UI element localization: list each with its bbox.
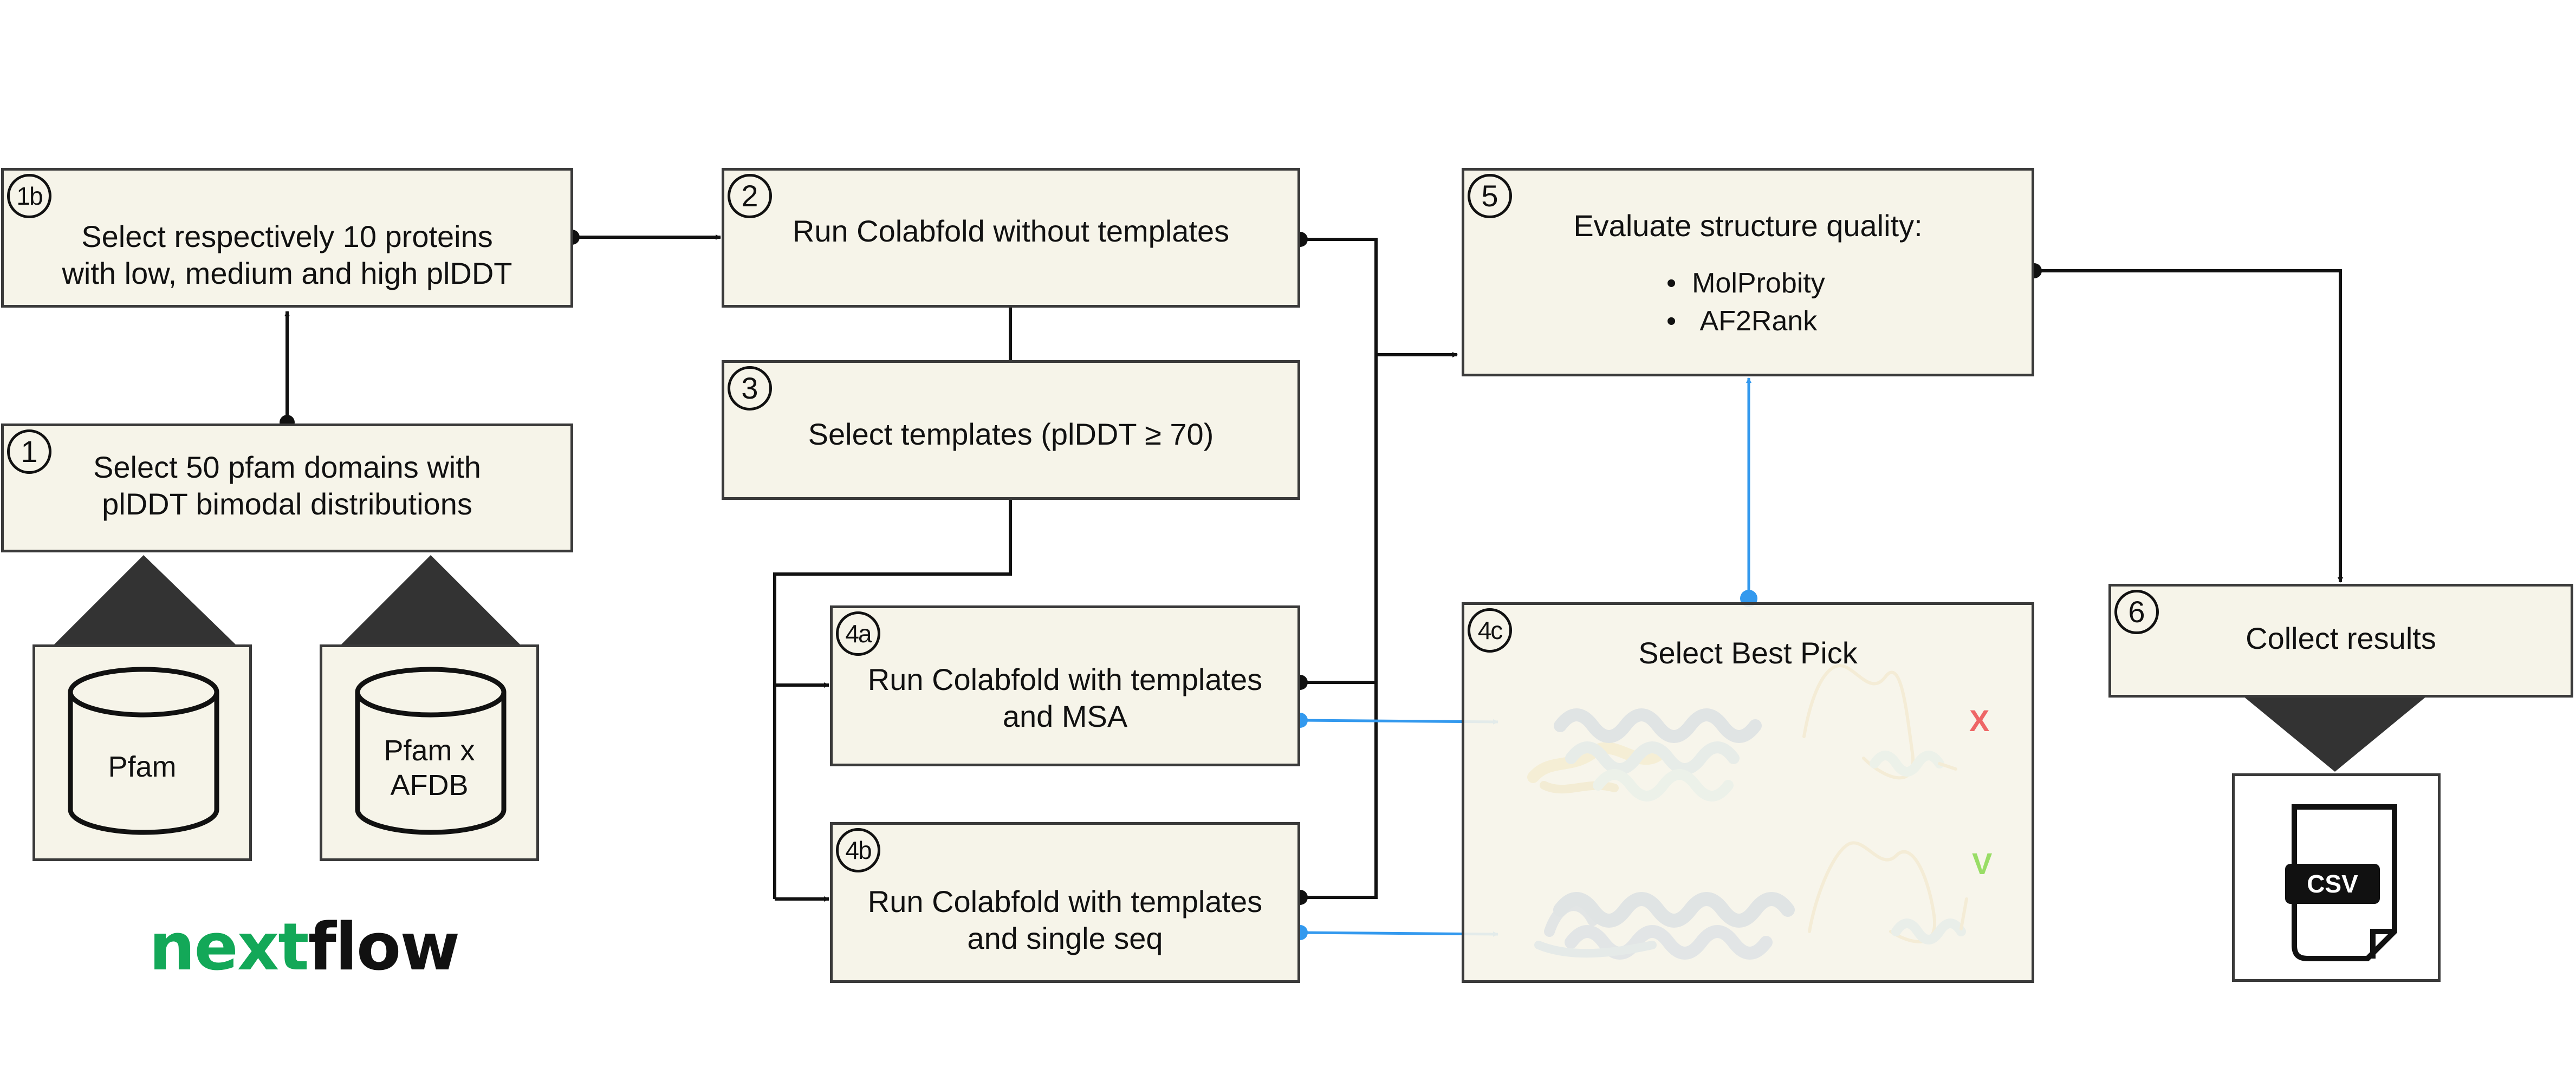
funnel-csv (2243, 696, 2427, 772)
step-4a-text: Run Colabfold with templates and MSA (867, 662, 1263, 734)
database-afdb-box: Pfam x AFDB (320, 644, 539, 861)
logo-part-next: next (149, 910, 309, 985)
step-6-box: 6 Collect results (2108, 584, 2573, 698)
logo-part-flow: flow (308, 910, 460, 985)
step-number-4b: 4b (836, 828, 880, 872)
step-1b-text: Select respectively 10 proteins with low… (62, 219, 512, 291)
step-number-1: 1 (7, 429, 51, 474)
edge-3-to-4 (773, 498, 1012, 899)
funnel-afdb (339, 555, 523, 647)
step-5-box: 5 Evaluate structure quality: • MolProbi… (1462, 168, 2034, 376)
step-number-4a: 4a (836, 611, 880, 656)
step-4c-box: 4c Select Best Pick (1462, 602, 2034, 983)
step-5-bullet-af2rank: • AF2Rank (1666, 305, 1818, 337)
reject-mark: X (1969, 703, 1990, 738)
csv-output-box (2232, 773, 2441, 982)
step-5-text: Evaluate structure quality: (1573, 209, 1923, 243)
step-number-2: 2 (728, 174, 772, 218)
cylinder-icon (355, 667, 507, 835)
database-afdb-label: Pfam x AFDB (384, 734, 475, 802)
database-pfam-box: Pfam (33, 644, 252, 861)
step-4b-text: Run Colabfold with templates and single … (867, 884, 1263, 956)
accept-mark: V (1972, 846, 1993, 881)
step-1-text: Select 50 pfam domains with plDDT bimoda… (93, 450, 481, 522)
database-pfam-label: Pfam (108, 751, 177, 783)
edge-2-to-5 (1300, 238, 1378, 899)
step-number-5: 5 (1468, 174, 1512, 218)
step-4b-box: 4b Run Colabfold with templates and sing… (830, 822, 1300, 983)
nextflow-logo: nextflow (149, 910, 460, 985)
edge-5-to-6 (2034, 269, 2343, 583)
csv-file-icon (2292, 804, 2397, 961)
step-4c-text: Select Best Pick (1638, 636, 1858, 670)
funnel-pfam (51, 555, 238, 647)
step-6-text: Collect results (2246, 621, 2436, 655)
step-number-3: 3 (728, 366, 772, 411)
step-1b-box: 1b Select respectively 10 proteins with … (1, 168, 573, 308)
step-1-box: 1 Select 50 pfam domains with plDDT bimo… (1, 424, 573, 552)
step-3-text: Select templates (plDDT ≥ 70) (808, 417, 1214, 451)
step-number-1b: 1b (7, 174, 51, 218)
step-number-6: 6 (2114, 590, 2159, 634)
cylinder-icon (68, 667, 219, 835)
step-5-bullet-molprobity: • MolProbity (1666, 268, 1825, 299)
step-number-4c: 4c (1468, 608, 1512, 653)
step-2-text: Run Colabfold without templates (792, 214, 1230, 248)
step-3-box: 3 Select templates (plDDT ≥ 70) (722, 360, 1300, 500)
step-4a-box: 4a Run Colabfold with templates and MSA (830, 605, 1300, 766)
csv-label: CSV (2285, 864, 2380, 904)
step-2-box: 2 Run Colabfold without templates (722, 168, 1300, 308)
